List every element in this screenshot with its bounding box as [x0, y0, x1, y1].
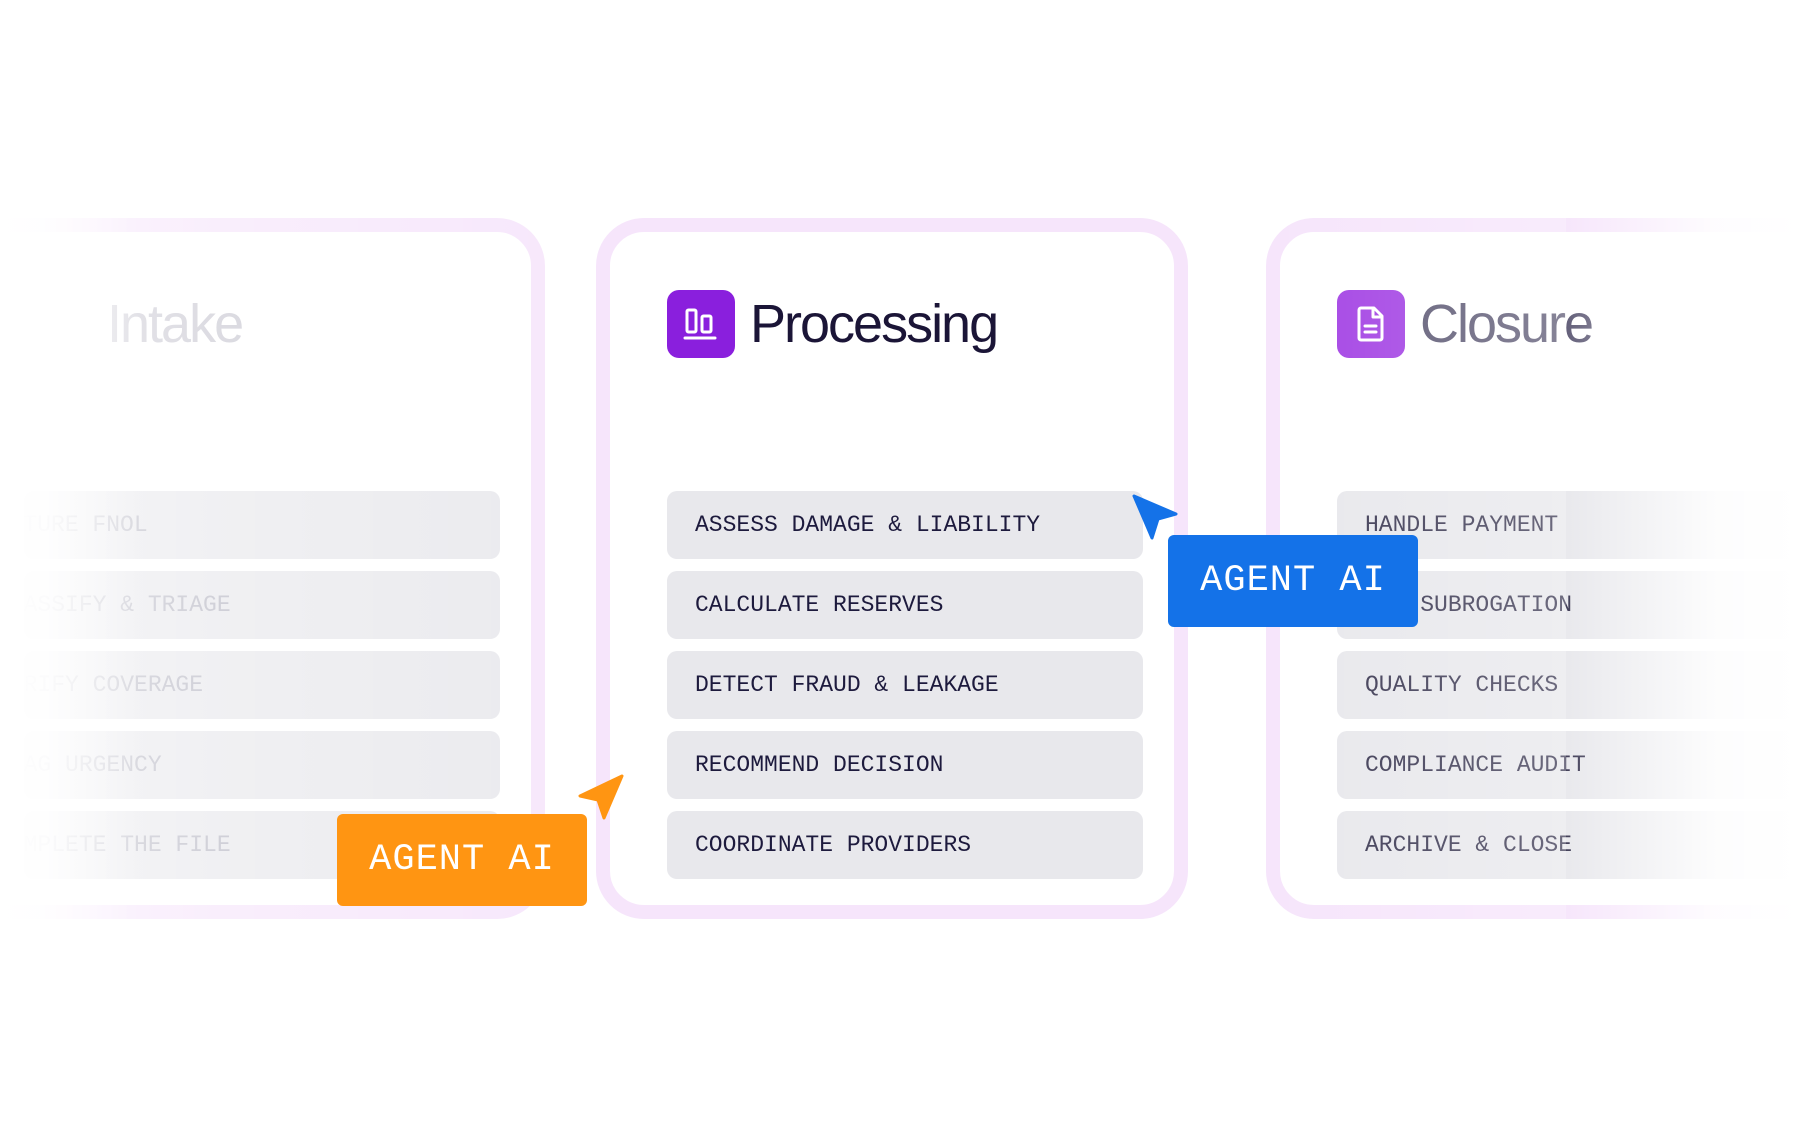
- closure-title: Closure: [1420, 294, 1594, 354]
- cursor-pointer-icon: [578, 774, 624, 820]
- closure-task: COMPLIANCE AUDIT: [1337, 731, 1800, 799]
- processing-task-list: ASSESS DAMAGE & LIABILITY CALCULATE RESE…: [667, 491, 1143, 891]
- intake-title: Intake: [107, 294, 244, 354]
- agent-ai-label: AGENT AI: [369, 839, 555, 881]
- processing-task: CALCULATE RESERVES: [667, 571, 1143, 639]
- intake-task: CLASSIFY & TRIAGE: [24, 571, 500, 639]
- closure-task: ARCHIVE & CLOSE: [1337, 811, 1800, 879]
- processing-stage-card: Processing ASSESS DAMAGE & LIABILITY CAL…: [596, 218, 1188, 919]
- document-icon: [1337, 290, 1405, 358]
- intake-task: CAPTURE FNOL: [24, 491, 500, 559]
- processing-title: Processing: [750, 294, 999, 354]
- cursor-pointer-icon: [1132, 494, 1178, 540]
- agent-ai-badge-orange: AGENT AI: [337, 814, 587, 906]
- processing-task: ASSESS DAMAGE & LIABILITY: [667, 491, 1143, 559]
- agent-ai-badge-blue: AGENT AI: [1168, 535, 1418, 627]
- processing-task: RECOMMEND DECISION: [667, 731, 1143, 799]
- agent-ai-label: AGENT AI: [1200, 560, 1386, 602]
- closure-task: QUALITY CHECKS: [1337, 651, 1800, 719]
- intake-task: VERIFY COVERAGE: [24, 651, 500, 719]
- processing-task: DETECT FRAUD & LEAKAGE: [667, 651, 1143, 719]
- bar-chart-icon: [667, 290, 735, 358]
- intake-task: FLAG URGENCY: [24, 731, 500, 799]
- processing-task: COORDINATE PROVIDERS: [667, 811, 1143, 879]
